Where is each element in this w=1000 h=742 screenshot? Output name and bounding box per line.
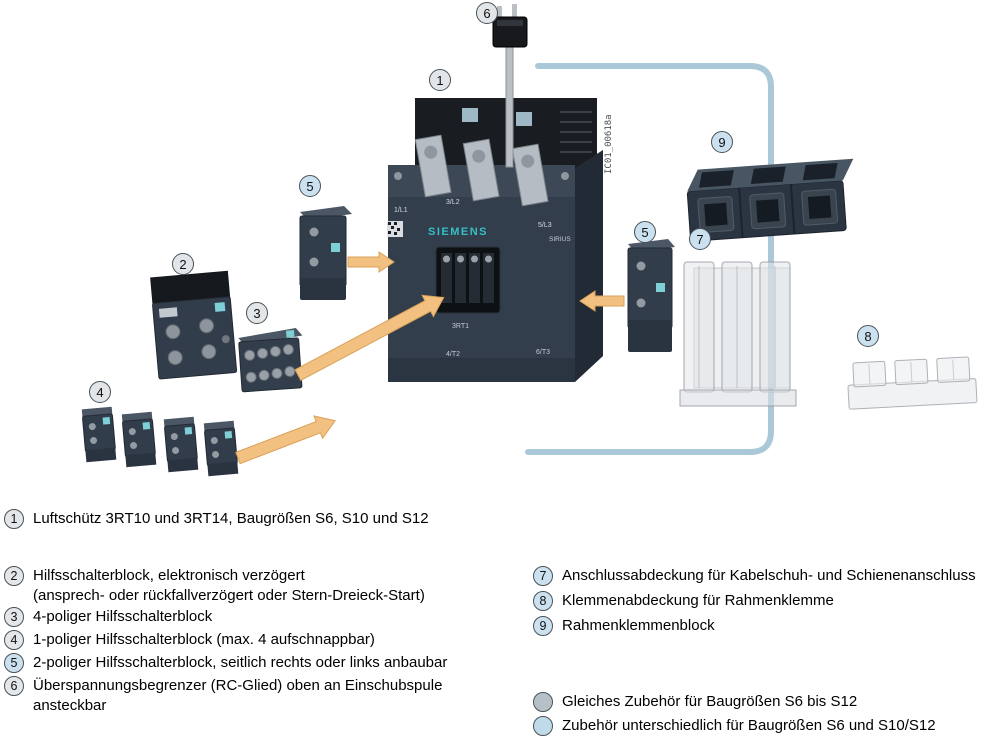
callout-1: 1	[429, 69, 451, 91]
legend-text-6b: ansteckbar	[33, 697, 107, 714]
legend-key-same: Gleiches Zubehör für Baugrößen S6 bis S1…	[533, 692, 857, 712]
aux-switch-1pole	[81, 406, 117, 463]
legend-key-different-text: Zubehör unterschiedlich für Baugrößen S6…	[562, 717, 936, 734]
housing-screw	[394, 172, 402, 180]
model-label: 3RT1	[452, 323, 469, 330]
terminal-label-6T3: 6/T3	[536, 349, 550, 356]
callout-5-right: 5	[634, 221, 656, 243]
legend-item-4: 4 1-poliger Hilfsschalterblock (max. 4 a…	[4, 630, 375, 650]
aux-switch-1pole	[163, 416, 199, 473]
connection-cover	[679, 261, 797, 407]
legend-num-4: 4	[4, 630, 24, 650]
legend-item-7: 7 Anschlussabdeckung für Kabelschuh- und…	[533, 566, 976, 586]
datamatrix-code	[387, 221, 403, 237]
legend-item-6: 6 Überspannungsbegrenzer (RC-Glied) oben…	[4, 676, 442, 716]
key-circle-gray	[533, 692, 553, 712]
terminal-label-4T2: 4/T2	[446, 351, 460, 358]
arrow-aux5-right	[579, 290, 625, 312]
arrow-aux5-left	[347, 251, 395, 273]
terminal-label-5L3: 5/L3	[538, 222, 552, 229]
legend-item-9: 9 Rahmenklemmenblock	[533, 616, 715, 636]
legend-num-3: 3	[4, 607, 24, 627]
teal-latch	[331, 243, 340, 252]
legend-num-1: 1	[4, 509, 24, 529]
legend-text-7: Anschlussabdeckung für Kabelschuh- und S…	[562, 567, 976, 584]
housing-screw	[561, 172, 569, 180]
legend-text-6: Überspannungsbegrenzer (RC-Glied) oben a…	[33, 677, 443, 694]
contactor: 1/L1 3/L2 5/L3 4/T2 6/T3 SIEMENS SIRIUS	[387, 98, 614, 382]
surge-suppressor	[492, 4, 528, 168]
terminal-label-1L1: 1/L1	[394, 207, 408, 214]
legend-key-different: Zubehör unterschiedlich für Baugrößen S6…	[533, 716, 936, 736]
callout-7: 7	[689, 228, 711, 250]
legend-text-2: Hilfsschalterblock, elektronisch verzöge…	[33, 567, 305, 584]
legend-item-1: 1 Luftschütz 3RT10 und 3RT14, Baugrößen …	[4, 509, 429, 529]
legend-item-3: 3 4-poliger Hilfsschalterblock	[4, 607, 212, 627]
teal-latch	[285, 330, 295, 338]
coil-post-left	[462, 108, 478, 122]
callout-5-left: 5	[299, 175, 321, 197]
legend-item-2: 2 Hilfsschalterblock, elektronisch verzö…	[4, 566, 425, 606]
callout-6: 6	[476, 2, 498, 24]
vent-slits	[560, 111, 592, 153]
legend-num-5: 5	[4, 653, 24, 673]
legend-text-1: Luftschütz 3RT10 und 3RT14, Baugrößen S6…	[33, 510, 429, 527]
exploded-view-diagram: 1/L1 3/L2 5/L3 4/T2 6/T3 SIEMENS SIRIUS	[81, 4, 978, 477]
aux-switch-1pole	[121, 411, 157, 468]
contactor-side-face	[575, 150, 603, 382]
legend-text-3: 4-poliger Hilfsschalterblock	[33, 608, 213, 625]
callout-3: 3	[246, 302, 268, 324]
legend-num-9: 9	[533, 616, 553, 636]
aux-switch-4pole	[238, 327, 303, 393]
sirius-label: SIRIUS	[549, 236, 571, 243]
legend-text-5: 2-poliger Hilfsschalterblock, seitlich r…	[33, 654, 448, 671]
mounting-arrows	[235, 251, 625, 465]
arrow-aux4	[235, 415, 336, 465]
mounting-rod	[505, 46, 514, 168]
arrow-aux3	[294, 294, 445, 381]
callout-2: 2	[172, 253, 194, 275]
key-circle-blue	[533, 716, 553, 736]
legend-text-8: Klemmenabdeckung für Rahmenklemme	[562, 592, 834, 609]
aux-switch-electronic	[150, 270, 238, 380]
aux-switch-2pole-right	[627, 239, 675, 352]
image-id-watermark: IC01_00618a	[604, 114, 614, 174]
callout-9: 9	[711, 131, 733, 153]
legend-text-2b: (ansprech- oder rückfallverzögert oder S…	[33, 587, 425, 604]
legend-num-2: 2	[4, 566, 24, 586]
connector-line-right	[525, 63, 774, 455]
legend-text-9: Rahmenklemmenblock	[562, 617, 715, 634]
frame-terminal-block	[686, 158, 854, 242]
contactor-bottom-strip	[388, 358, 575, 382]
coil-terminal-block	[435, 246, 501, 314]
aux-switch-1pole-group	[81, 406, 239, 477]
legend-text-4: 1-poliger Hilfsschalterblock (max. 4 auf…	[33, 631, 375, 648]
aux-switch-2pole-left	[299, 206, 352, 300]
coil-post-right	[516, 112, 532, 126]
teal-latch	[656, 283, 665, 292]
aux-switch-1pole	[203, 420, 239, 477]
siemens-logo: SIEMENS	[428, 226, 488, 238]
legend-item-8: 8 Klemmenabdeckung für Rahmenklemme	[533, 591, 834, 611]
legend-num-7: 7	[533, 566, 553, 586]
terminal-lugs	[414, 134, 549, 207]
callout-4: 4	[89, 381, 111, 403]
terminal-label-3L2: 3/L2	[446, 199, 460, 206]
callout-8: 8	[857, 325, 879, 347]
legend-num-6: 6	[4, 676, 24, 696]
terminal-cover	[847, 356, 978, 410]
legend-key-same-text: Gleiches Zubehör für Baugrößen S6 bis S1…	[562, 693, 858, 710]
teal-latch	[214, 302, 226, 312]
legend-item-5: 5 2-poliger Hilfsschalterblock, seitlich…	[4, 653, 447, 673]
legend-num-8: 8	[533, 591, 553, 611]
